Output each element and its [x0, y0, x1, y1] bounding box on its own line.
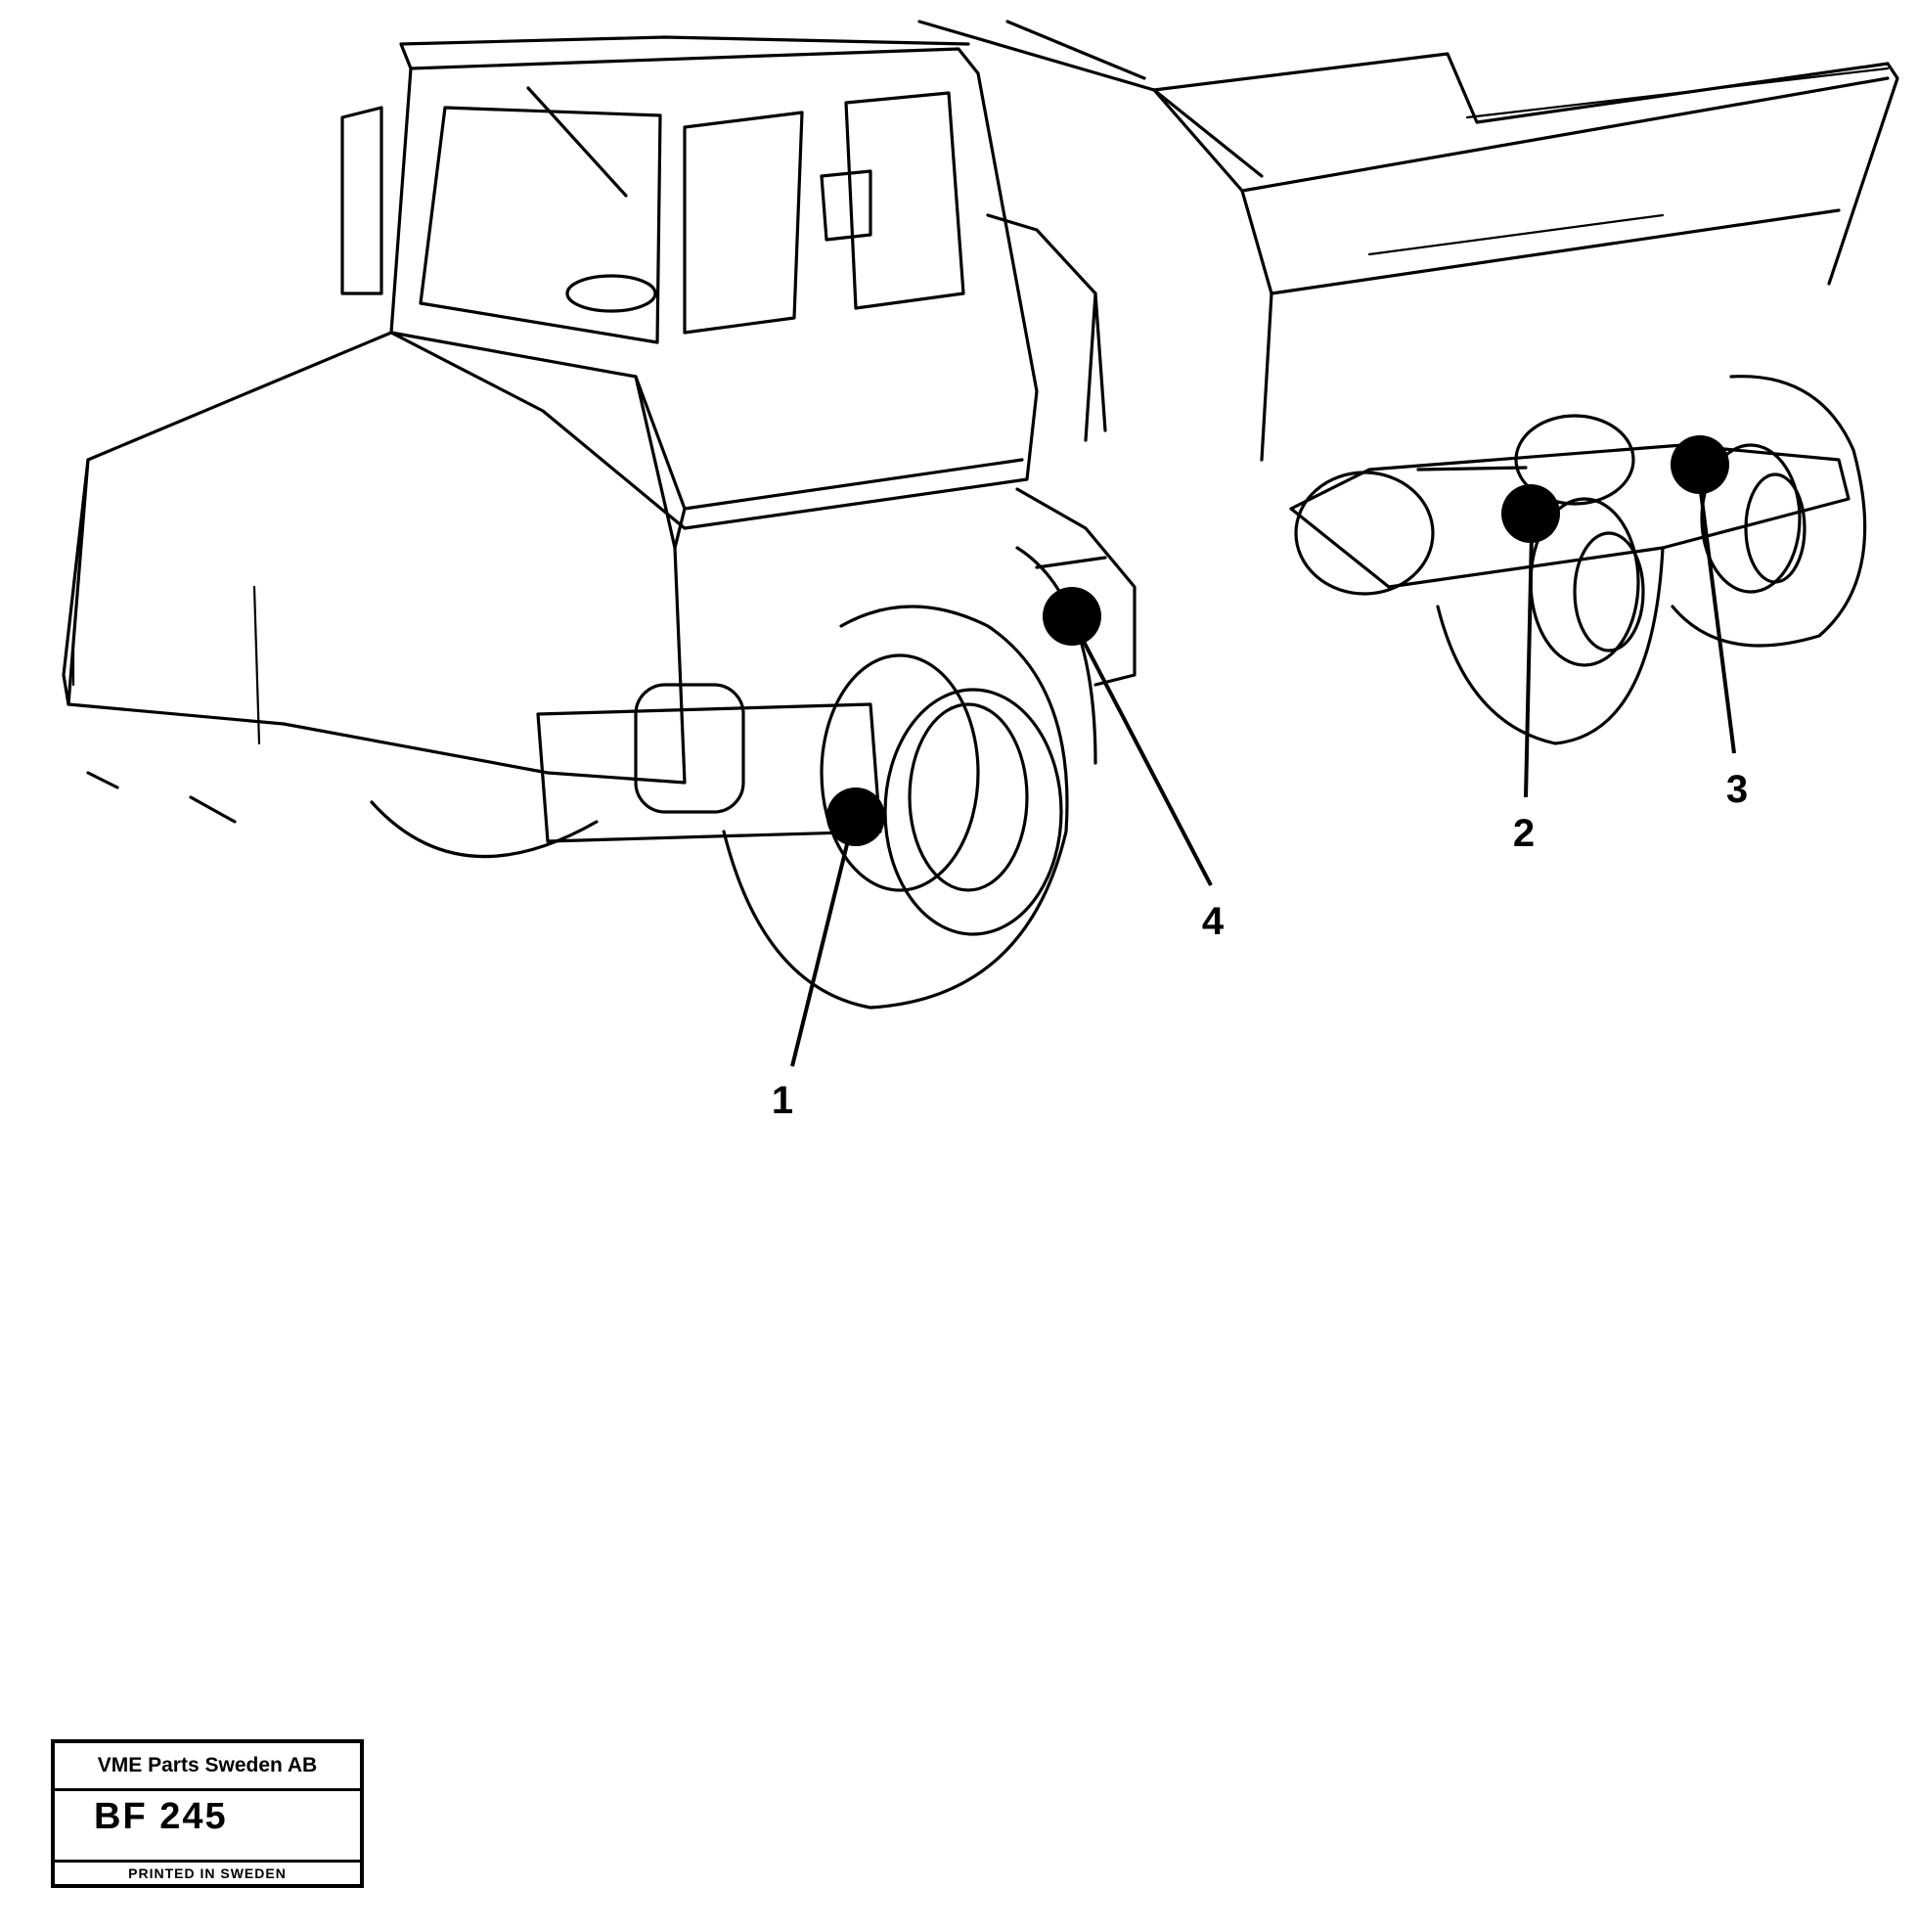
callout-3: 3	[1671, 435, 1748, 811]
articulation-joint	[1015, 487, 1137, 687]
figure-code: BF 245	[94, 1796, 228, 1837]
front-axle-assembly	[536, 546, 1097, 1010]
printed-in: PRINTED IN SWEDEN	[55, 1860, 360, 1884]
svg-text:2: 2	[1513, 812, 1535, 855]
svg-text:4: 4	[1202, 900, 1225, 943]
svg-text:1: 1	[772, 1079, 793, 1122]
callout-1: 1	[772, 787, 885, 1122]
callout-2: 2	[1501, 484, 1560, 855]
cab	[340, 35, 1107, 530]
dump-body	[917, 20, 1899, 462]
rear-axle-assembly	[1289, 375, 1867, 745]
front-frame	[62, 331, 1024, 859]
svg-text:3: 3	[1726, 768, 1748, 811]
title-block-stamp: VME Parts Sweden AB BF 245 PRINTED IN SW…	[51, 1739, 364, 1888]
company-name: VME Parts Sweden AB	[55, 1743, 360, 1791]
callout-4: 4	[1043, 587, 1225, 943]
